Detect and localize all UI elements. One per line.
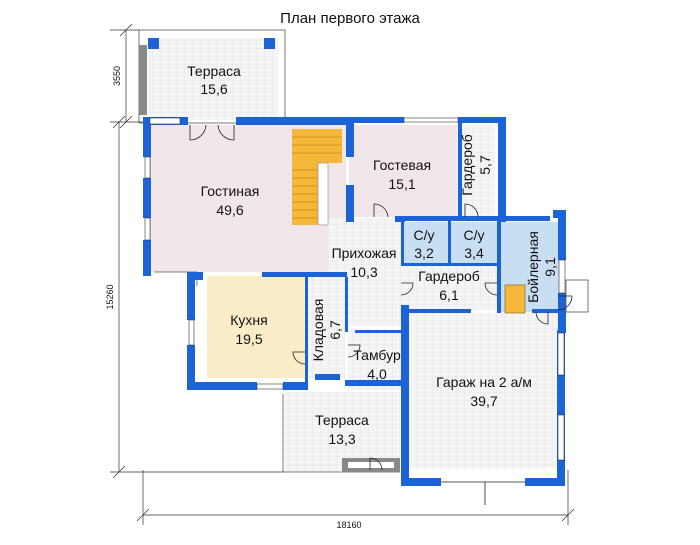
guest-room-floor (349, 125, 457, 217)
wc2-name: С/у (464, 227, 485, 243)
room-labels: Терраса 15,6 Гостиная 49,6 Гостевая 15,1… (187, 63, 558, 447)
terrace-top-floor (148, 38, 278, 120)
wc1-area: 3,2 (414, 245, 434, 261)
guest-room-area: 15,1 (388, 176, 415, 192)
terrace-bottom-name: Терраса (315, 412, 369, 428)
garage-area: 39,7 (470, 393, 497, 409)
dimension-labels: 3550 15260 18160 (105, 66, 362, 530)
living-room-area: 49,6 (216, 202, 243, 218)
wardrobe-mid-name: Гардероб (418, 268, 480, 284)
boiler-name: Бойлерная (525, 231, 541, 303)
guest-room-name: Гостевая (373, 157, 431, 173)
terrace-depth-dimension: 3550 (112, 66, 122, 86)
total-width-dimension: 18160 (336, 520, 361, 530)
vestibule-area: 4,0 (367, 366, 387, 382)
pantry-area: 6,7 (327, 320, 343, 340)
terrace-top-railing (139, 45, 147, 115)
dimension-lines (110, 23, 575, 525)
wardrobe-mid-floor (401, 266, 497, 310)
wardrobe-top-area: 5,7 (477, 155, 493, 175)
terrace-top-name: Терраса (187, 63, 241, 79)
garage-name: Гараж на 2 а/м (436, 374, 532, 390)
wardrobe-top-floor (457, 125, 495, 217)
windows (144, 117, 566, 461)
vestibule-name: Тамбур (353, 347, 401, 363)
boiler-area: 9,1 (542, 257, 558, 277)
doors (189, 124, 573, 505)
kitchen-floor (207, 276, 305, 378)
total-depth-dimension: 15260 (105, 284, 115, 309)
water-heater (504, 284, 526, 314)
pantry-floor (308, 276, 345, 378)
staircase (292, 129, 342, 226)
wc2-area: 3,4 (464, 245, 484, 261)
kitchen-area: 19,5 (235, 331, 262, 347)
side-steps (565, 279, 589, 313)
hall-name: Прихожая (332, 245, 397, 261)
wc2-floor (450, 222, 497, 264)
walls (143, 38, 566, 486)
wardrobe-mid-area: 6,1 (439, 287, 459, 303)
terrace-bottom-area: 13,3 (328, 431, 355, 447)
living-room-name: Гостиная (201, 183, 260, 199)
terrace-top-area: 15,6 (200, 81, 227, 97)
hall-area: 10,3 (350, 264, 377, 280)
wc1-floor (401, 222, 448, 264)
wc1-name: С/у (414, 227, 435, 243)
pantry-name: Кладовая (310, 299, 326, 362)
wardrobe-top-name: Гардероб (459, 134, 475, 196)
garage-floor (409, 313, 559, 468)
kitchen-name: Кухня (230, 312, 267, 328)
plan-title: План первого этажа (280, 10, 420, 27)
